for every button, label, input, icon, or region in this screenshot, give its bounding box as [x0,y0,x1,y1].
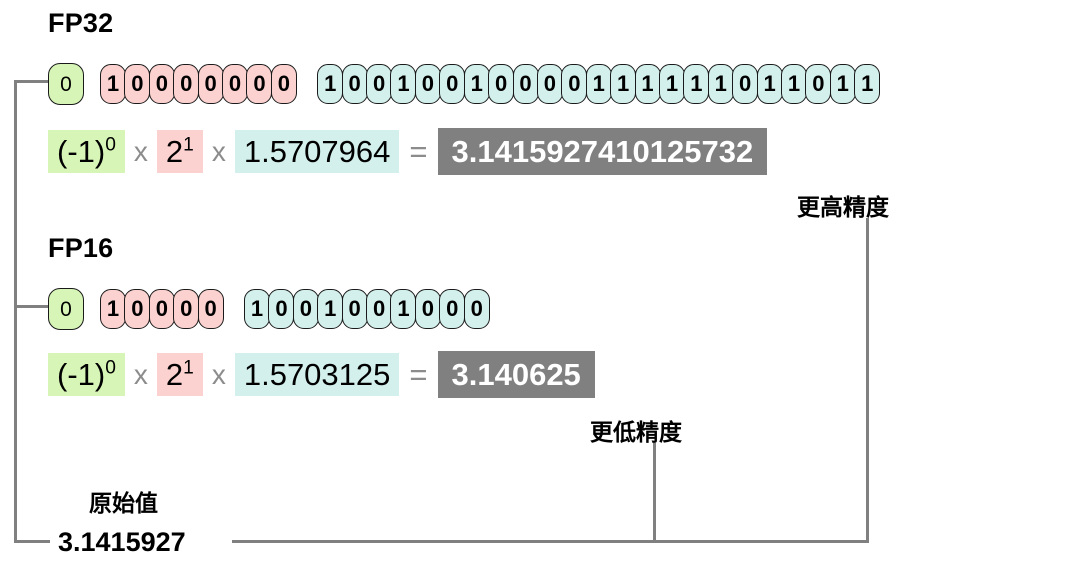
fp16-precision-annotation: 更低精度 [590,419,682,445]
fp16-exponent-bit-3: 0 [173,289,200,329]
bracket-left-vertical [14,80,17,543]
fp16-exp-base: 2 [165,357,184,392]
fp32-mantissa-bit-8: 0 [512,64,539,104]
fp32-title: FP32 [48,8,114,38]
fp16-mantissa-bit-5: 0 [366,289,393,329]
fp16-exponent-bit-0: 1 [100,289,126,329]
fp32-exponent-term: 21 [156,130,203,173]
fp16-mantissa-bit-3: 1 [317,289,344,329]
fp16-mantissa-bit-0: 1 [244,289,271,329]
fp16-sign-term: (-1)0 [48,353,125,396]
fp32-mantissa-bit-12: 1 [610,64,637,104]
fp32-annotation-riser [866,218,869,543]
bracket-branch-fp32 [14,80,50,83]
fp32-mantissa-bit-22: 1 [854,64,881,104]
fp32-mantissa-bit-10: 0 [561,64,588,104]
fp16-sign-base: (-1) [57,357,106,392]
fp32-equation-row: (-1)0 x 21 x 1.5707964 = 3.1415927410125… [48,128,768,175]
fp32-sign-group: 0 [48,63,84,105]
fp16-exponent-bit-1: 0 [124,289,151,329]
fp16-mantissa-bit-8: 0 [439,289,466,329]
fp32-mantissa-bit-0: 1 [317,64,344,104]
fp16-equals-sign: = [409,356,428,392]
fp32-mantissa-bit-16: 1 [707,64,734,104]
fp32-exp-base: 2 [165,134,184,169]
bracket-branch-original [14,540,50,543]
fp32-sign-base: (-1) [57,134,106,169]
fp32-mantissa-bit-19: 1 [780,64,807,104]
original-value-number: 3.1415927 [58,527,186,557]
fp16-mantissa-bit-1: 0 [268,289,295,329]
fp32-mantissa-term: 1.5707964 [234,130,400,173]
fp32-operator-1: x [133,135,148,167]
fp16-result-value: 3.140625 [437,351,595,398]
fp16-sign-exponent: 0 [105,357,116,379]
fp32-mantissa-bit-1: 0 [341,64,368,104]
fp16-mantissa-bit-2: 0 [292,289,319,329]
fp32-mantissa-bit-13: 1 [634,64,661,104]
fp32-equals-sign: = [409,133,428,169]
fp32-mantissa-bit-3: 1 [390,64,417,104]
fp32-mantissa-bit-21: 1 [829,64,856,104]
fp32-exponent-bit-5: 0 [222,64,249,104]
fp32-mantissa-bit-4: 0 [414,64,441,104]
original-value-label: 原始值 [89,490,158,516]
fp32-precision-annotation: 更高精度 [797,194,889,220]
fp32-exponent-bit-0: 1 [100,64,126,104]
fp32-exponent-bit-3: 0 [173,64,200,104]
bracket-branch-fp16 [14,305,50,308]
fp32-exponent-bit-2: 0 [148,64,175,104]
fp32-exponent-bit-4: 0 [197,64,224,104]
fp32-mantissa-bit-14: 1 [658,64,685,104]
fp16-mantissa-bit-4: 0 [341,289,368,329]
fp32-mantissa-bit-20: 0 [805,64,832,104]
fp16-title: FP16 [48,233,114,263]
fp32-operator-2: x [211,135,226,167]
fp32-result-value: 3.1415927410125732 [437,128,768,175]
fp32-mantissa-bit-5: 0 [439,64,466,104]
fp16-mantissa-term: 1.5703125 [234,353,400,396]
fp16-mantissa-bit-9: 0 [463,289,490,329]
fp16-annotation-riser [653,443,656,543]
fp32-exponent-bit-6: 0 [246,64,273,104]
fp32-sign-exponent: 0 [105,134,116,156]
fp16-mantissa-bit-6: 1 [390,289,417,329]
fp16-exponent-bit-2: 0 [148,289,175,329]
fp16-operator-1: x [133,358,148,390]
fp16-sign-bit: 0 [48,288,84,330]
fp32-mantissa-bit-11: 1 [585,64,612,104]
fp32-mantissa-bit-7: 0 [488,64,515,104]
fp16-exp-exponent: 1 [183,357,194,379]
fp32-mantissa-bit-18: 1 [756,64,783,104]
fp32-mantissa-bit-9: 0 [536,64,563,104]
bottom-horizontal-line [232,540,869,543]
fp32-mantissa-bit-15: 1 [683,64,710,104]
fp32-mantissa-bit-2: 0 [366,64,393,104]
fp32-sign-bit: 0 [48,63,84,105]
fp32-sign-term: (-1)0 [48,130,125,173]
fp16-sign-group: 0 [48,288,84,330]
fp16-exponent-term: 21 [156,353,203,396]
fp16-operator-2: x [211,358,226,390]
fp32-exponent-bit-7: 0 [270,64,297,104]
fp16-equation-row: (-1)0 x 21 x 1.5703125 = 3.140625 [48,351,595,398]
fp32-mantissa-bit-6: 1 [463,64,490,104]
fp16-mantissa-bit-7: 0 [414,289,441,329]
fp16-exponent-bit-4: 0 [197,289,224,329]
fp32-exp-exponent: 1 [183,134,194,156]
fp32-exponent-bit-1: 0 [124,64,151,104]
fp32-mantissa-bit-17: 0 [732,64,759,104]
